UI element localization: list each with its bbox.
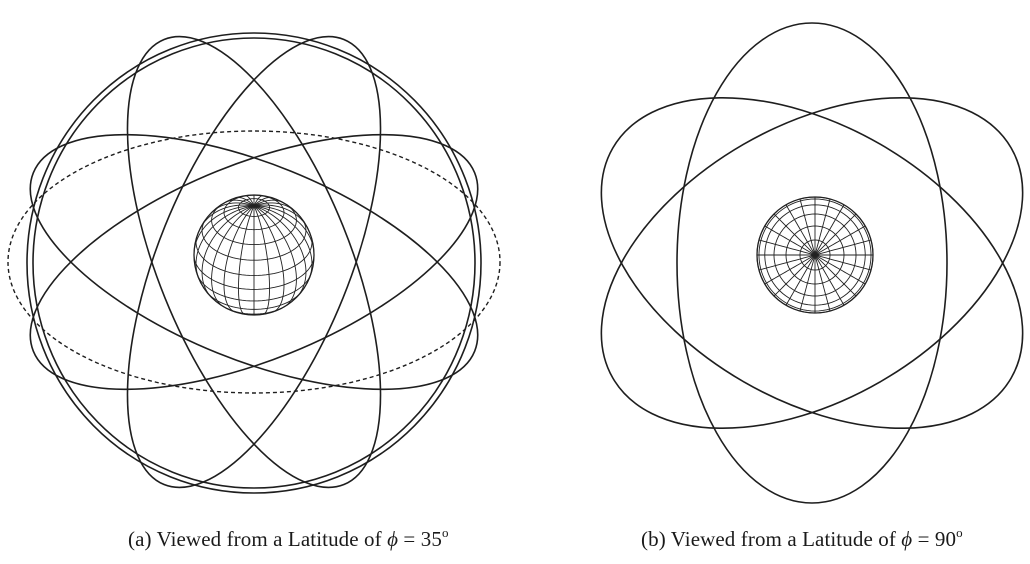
orbit-diagonal-left xyxy=(600,96,1024,430)
globe-meridian xyxy=(253,205,285,313)
globe-parallel xyxy=(758,198,872,312)
globe-meridian xyxy=(211,205,255,308)
orbit-inclined-1 xyxy=(29,133,479,391)
caption-a: (a) Viewed from a Latitude of ϕ = 35o xyxy=(128,525,449,552)
globe-grid-latitude-90 xyxy=(756,196,874,314)
globe-parallel xyxy=(222,305,286,315)
orbit-inclined-4 xyxy=(126,35,382,489)
orbit-inclined-3 xyxy=(126,35,382,489)
caption-a-degree: o xyxy=(441,525,449,540)
orbit-equatorial-dashed xyxy=(7,130,501,394)
globe-parallel xyxy=(211,202,297,246)
globe-parallel xyxy=(799,239,831,271)
caption-a-phi-symbol: ϕ xyxy=(387,527,399,551)
globe-parallel xyxy=(785,225,845,285)
globe-meridian xyxy=(195,205,255,282)
caption-a-value: 35 xyxy=(420,527,442,551)
orbit-vertical xyxy=(676,22,948,504)
panel-b-orbits xyxy=(600,22,1024,504)
orbit-outer-circle xyxy=(26,32,482,494)
globe-meridian xyxy=(223,199,255,207)
globe-parallel xyxy=(756,196,874,314)
caption-a-prefix: (a) Viewed from a Latitude of xyxy=(128,527,388,551)
panel-b-latitude-90 xyxy=(600,22,1024,504)
globe-parallel xyxy=(201,219,307,261)
orbit-inclined-2 xyxy=(29,133,479,391)
globe-parallel xyxy=(193,256,315,290)
caption-b-prefix: (b) Viewed from a Latitude of xyxy=(641,527,902,551)
globe-parallel xyxy=(223,194,285,231)
globe-parallel xyxy=(206,292,302,310)
globe-parallel xyxy=(773,213,857,297)
globe-parallel xyxy=(238,198,270,217)
globe-parallel xyxy=(195,236,313,276)
caption-b-degree: o xyxy=(956,525,963,540)
globe-parallel xyxy=(196,273,312,302)
orbit-outer-circle-inner xyxy=(32,37,476,489)
globe-meridian xyxy=(253,199,285,207)
globe-parallel xyxy=(764,204,866,306)
caption-b: (b) Viewed from a Latitude of ϕ = 90o xyxy=(641,525,963,552)
globe-grid-latitude-35 xyxy=(193,194,315,316)
caption-b-equals: = xyxy=(912,527,935,551)
caption-b-phi-symbol: ϕ xyxy=(901,527,913,551)
globe-meridian xyxy=(253,205,297,308)
panel-a-orbits xyxy=(7,32,501,494)
globe-meridian xyxy=(253,205,313,282)
caption-b-value: 90 xyxy=(934,527,957,551)
caption-a-equals: = xyxy=(398,527,421,551)
panel-a-latitude-35 xyxy=(7,32,501,494)
orbit-diagonal-right xyxy=(600,96,1024,430)
globe-meridian xyxy=(223,205,255,313)
